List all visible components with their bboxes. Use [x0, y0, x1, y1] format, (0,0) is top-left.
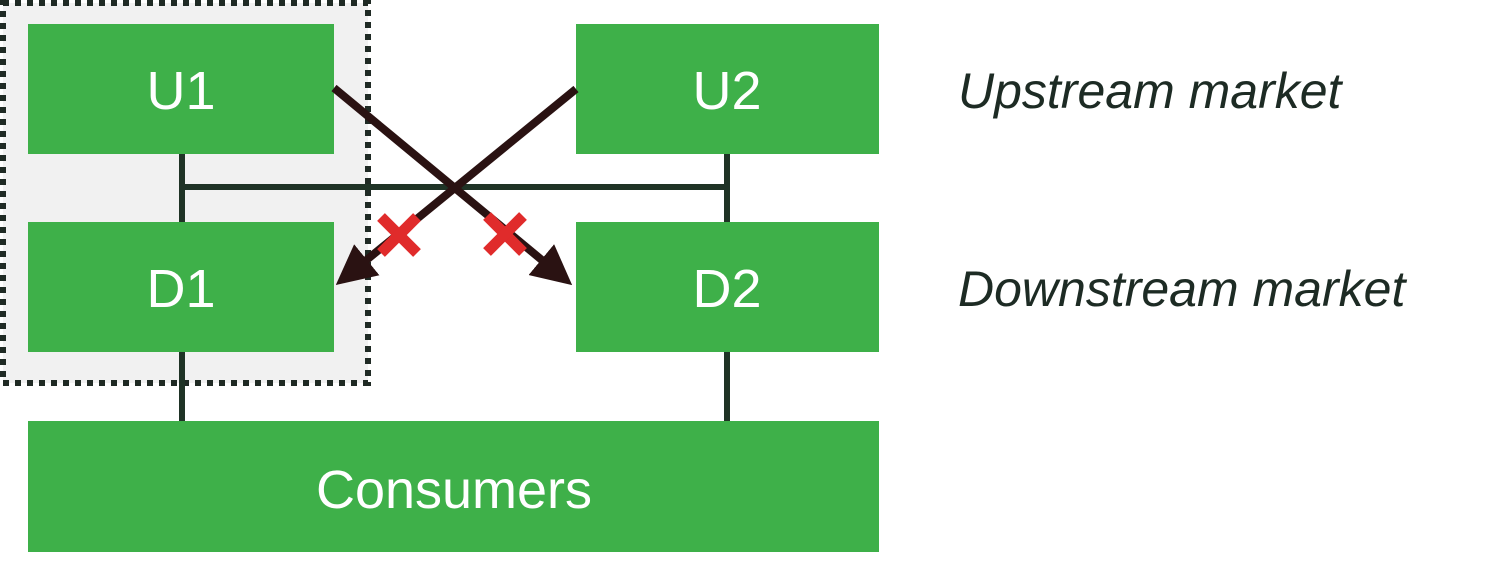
downstream-market-label: Downstream market: [958, 261, 1407, 317]
label-consumers: Consumers: [316, 460, 592, 520]
box-d1: [28, 222, 334, 352]
box-consumers: [28, 421, 879, 552]
box-u2: [576, 24, 879, 154]
upstream-market-label: Upstream market: [958, 63, 1344, 119]
label-u1: U1: [146, 61, 215, 121]
label-d2: D2: [692, 259, 761, 319]
label-d1: D1: [146, 259, 215, 319]
box-d2: [576, 222, 879, 352]
blocked-mark-left: [377, 213, 421, 257]
blocked-mark-right: [483, 212, 527, 256]
box-u1: [28, 24, 334, 154]
arrow-u1-to-d2: [331, 84, 573, 286]
label-u2: U2: [692, 61, 761, 121]
